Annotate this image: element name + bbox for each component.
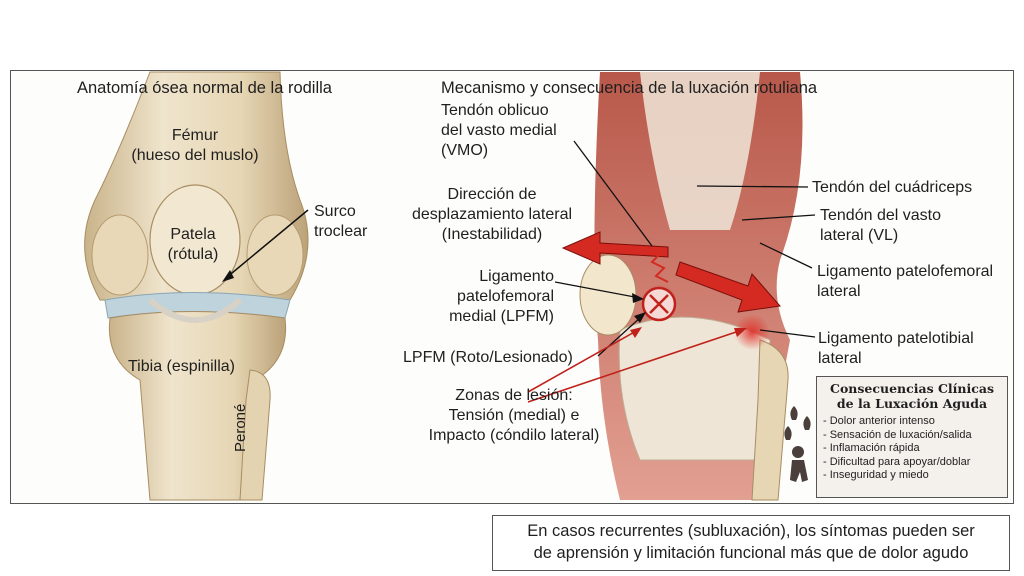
list-item: - Sensación de luxación/salida [823, 428, 972, 441]
displaced-patella-shape [579, 254, 637, 336]
right-panel-title: Mecanismo y consecuencia de la luxación … [441, 79, 818, 97]
tibia-label: Tibia (espinilla) [128, 358, 235, 375]
lateral-impact-zone [734, 314, 770, 350]
consequences-list: - Dolor anterior intenso - Sensación de … [823, 415, 1007, 483]
list-item: - Inseguridad y miedo [823, 469, 929, 482]
pain-figure-icon [784, 406, 811, 482]
recurrent-cases-note: En casos recurrentes (subluxación), los … [492, 515, 1010, 571]
right-displacement-arrow [675, 261, 781, 313]
fibula-label: Peroné [232, 403, 249, 452]
list-item: - Dolor anterior intenso [823, 415, 935, 427]
torn-ligament-icon [641, 286, 677, 322]
mpfl-torn-label: LPFM (Roto/Lesionado) [403, 349, 573, 366]
left-panel-title: Anatomía ósea normal de la rodilla [77, 79, 332, 97]
fibula-shape [239, 369, 271, 501]
trochlear-pointer [225, 209, 309, 279]
list-item: - Inflamación rápida [823, 442, 920, 455]
left-knee-bones [84, 71, 309, 501]
femur-label: Fémur(hueso del muslo) [131, 127, 259, 164]
right-knee-muscles [579, 72, 803, 501]
quadriceps-tendon-shape [640, 72, 760, 230]
quad-tendon-label: Tendón del cuádriceps [812, 179, 973, 196]
list-item: - Dificultad para apoyar/doblar [823, 455, 971, 468]
rupture-zigzag [649, 247, 669, 283]
patella-label: Patela(rótula) [167, 226, 219, 263]
